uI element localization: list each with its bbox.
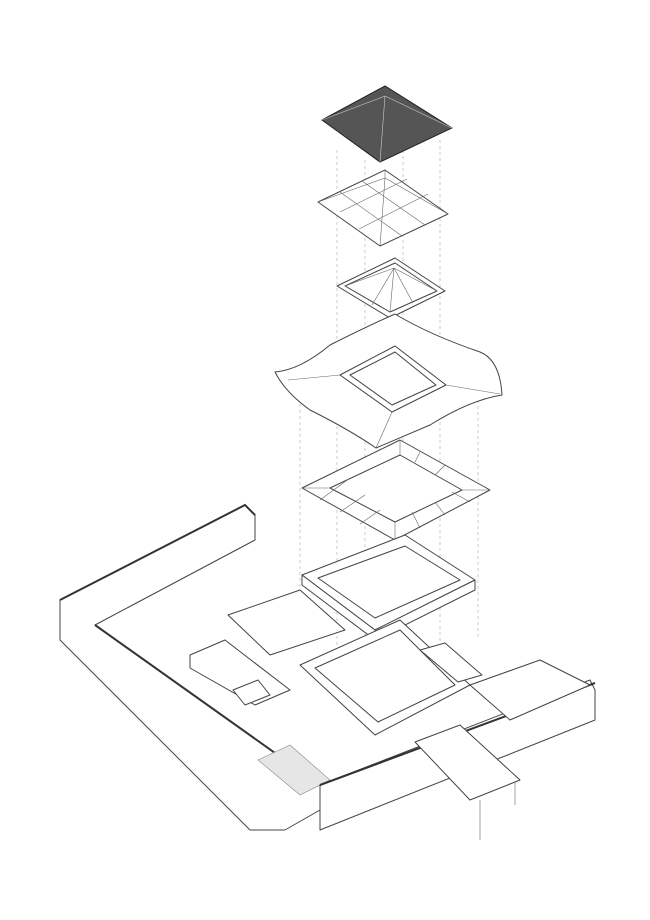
- ceiling-frame-layer: [301, 439, 491, 541]
- eaves-layer: [274, 313, 503, 449]
- roof-frame-layer: [336, 257, 446, 319]
- ground-floor-plan: [59, 503, 596, 840]
- roof-rafter-layer: [317, 169, 449, 247]
- roof-tile-layer: [321, 85, 454, 163]
